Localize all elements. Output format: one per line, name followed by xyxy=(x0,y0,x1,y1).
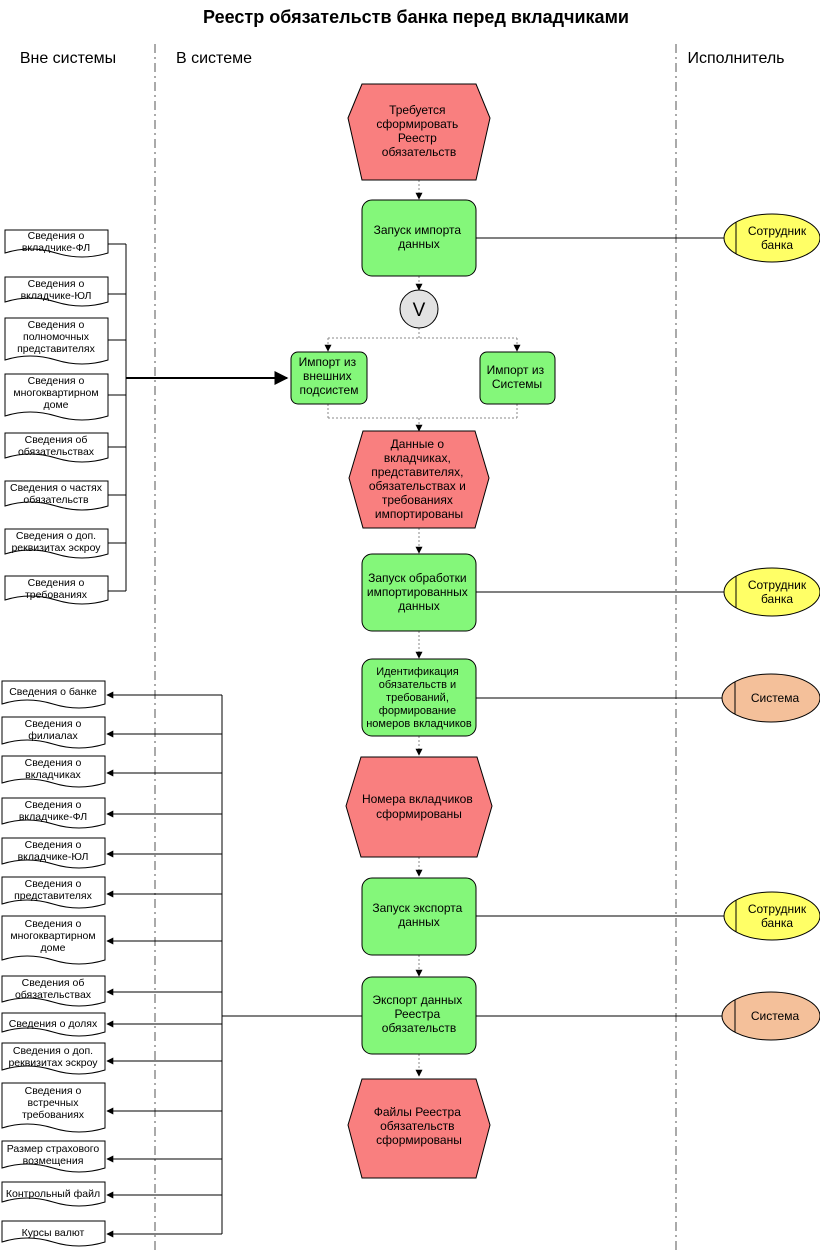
svg-text:Курсы валют: Курсы валют xyxy=(22,1227,85,1239)
output-arrows xyxy=(106,691,222,1238)
event-start-label: Требуется сформировать Реестр обязательс… xyxy=(376,103,461,159)
role-system-1-label: Система xyxy=(751,691,800,705)
input-bracket xyxy=(108,243,127,592)
svg-text:Сведения о доп.реквизитах эскр: Сведения о доп.реквизитах эскроу xyxy=(11,530,101,554)
function-import-system-label: Импорт из Системы xyxy=(487,363,548,391)
role-system-1: Система xyxy=(721,673,820,723)
event-data-imported-label: Данные о вкладчиках, представителях, обя… xyxy=(369,437,469,521)
lane-inside-label: В системе xyxy=(176,50,252,67)
event-numbers-formed: Номера вкладчиков сформированы xyxy=(345,756,493,858)
event-numbers-formed-label: Номера вкладчиков сформированы xyxy=(362,792,476,821)
event-end: Файлы Реестра обязательств сформированы xyxy=(347,1078,491,1179)
event-end-label: Файлы Реестра обязательств сформированы xyxy=(374,1105,464,1147)
role-connectors xyxy=(476,237,724,1017)
function-identification-label: Идентификация обязательств и требований,… xyxy=(366,666,472,730)
function-start-export-label: Запуск экспорта данных xyxy=(372,901,465,929)
operator-or-label: V xyxy=(413,300,426,321)
role-system-2: Система xyxy=(721,991,820,1041)
function-start-export: Запуск экспорта данных xyxy=(361,877,477,956)
svg-text:Контрольный файл: Контрольный файл xyxy=(6,1188,100,1200)
function-processing-label: Запуск обработки импортированных данных xyxy=(367,571,471,613)
function-export: Экспорт данных Реестра обязательств xyxy=(361,976,477,1055)
role-system-2-label: Система xyxy=(751,1009,800,1023)
function-import-external: Импорт из внешних подсистем xyxy=(290,351,368,405)
function-export-label: Экспорт данных Реестра обязательств xyxy=(372,993,465,1035)
output-doc: Сведения о долях xyxy=(1,1012,106,1037)
svg-text:Сведения о долях: Сведения о долях xyxy=(9,1018,98,1030)
function-identification: Идентификация обязательств и требований,… xyxy=(361,658,477,737)
output-doc: Сведения о банке xyxy=(1,680,106,709)
function-import-external-label: Импорт из внешних подсистем xyxy=(299,355,360,397)
function-import-system: Импорт из Системы xyxy=(479,351,556,405)
output-doc: Контрольный файл xyxy=(1,1181,106,1207)
function-start-import: Запуск импорта данных xyxy=(361,199,477,277)
operator-or: V xyxy=(399,289,439,329)
output-doc: Курсы валют xyxy=(1,1220,106,1247)
output-bracket xyxy=(221,695,362,1234)
input-doc: Сведения о доп.реквизитах эскроу xyxy=(4,528,109,559)
function-start-import-label: Запуск импорта данных xyxy=(374,223,465,251)
event-start: Требуется сформировать Реестр обязательс… xyxy=(347,83,491,181)
function-processing: Запуск обработки импортированных данных xyxy=(361,553,477,632)
flow-connectors xyxy=(324,180,521,1077)
output-doc: Сведения о доп.реквизитах эскроу xyxy=(1,1042,106,1075)
lane-executor-label: Исполнитель xyxy=(687,50,784,67)
svg-text:Сведения о банке: Сведения о банке xyxy=(9,686,97,698)
event-data-imported: Данные о вкладчиках, представителях, обя… xyxy=(348,430,490,529)
lane-outside-label: Вне системы xyxy=(20,50,116,67)
diagram-title: Реестр обязательств банка перед вкладчик… xyxy=(203,7,629,27)
svg-text:Сведения о доп.реквизитах эскр: Сведения о доп.реквизитах эскроу xyxy=(8,1045,98,1069)
